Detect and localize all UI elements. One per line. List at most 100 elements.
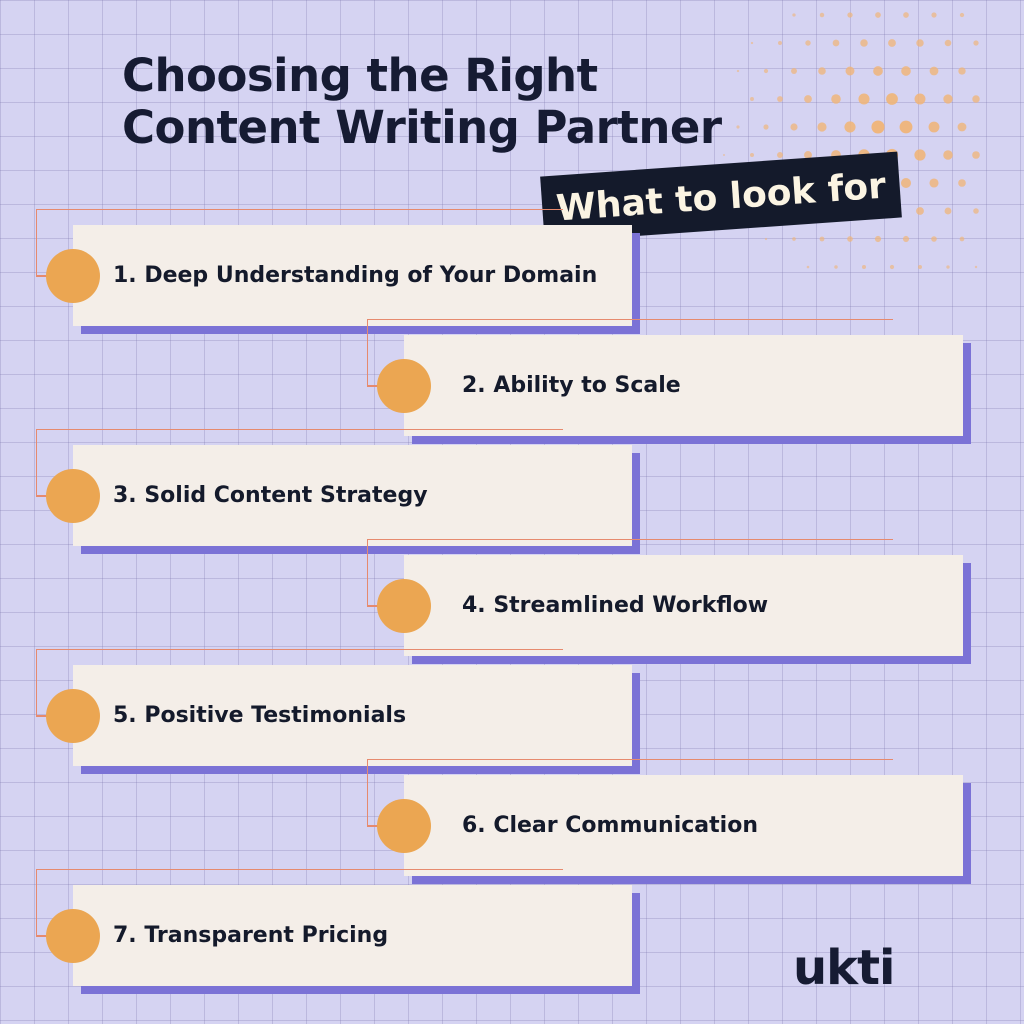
- dot: [959, 12, 965, 18]
- dot: [943, 94, 953, 104]
- list-item-label: 7. Transparent Pricing: [113, 923, 389, 948]
- list-item-label: 2. Ability to Scale: [462, 373, 681, 398]
- dot: [929, 66, 939, 76]
- dot: [886, 93, 898, 105]
- page-title: Choosing the Right Content Writing Partn…: [122, 50, 722, 154]
- connector-line: [367, 759, 893, 826]
- dot: [763, 68, 769, 74]
- dot: [806, 265, 810, 269]
- dot: [750, 153, 754, 157]
- list-item-label: 1. Deep Understanding of Your Domain: [113, 263, 598, 288]
- dot: [844, 121, 856, 133]
- dot: [805, 40, 811, 46]
- dot: [958, 67, 966, 75]
- dot: [861, 264, 867, 270]
- dot: [778, 41, 782, 45]
- connector-hook: [367, 385, 384, 387]
- dot: [817, 122, 827, 132]
- bullet-circle-icon: [46, 909, 100, 963]
- dot: [931, 236, 937, 242]
- dot: [875, 12, 881, 18]
- dot: [858, 93, 870, 105]
- dot: [972, 95, 980, 103]
- connector-hook: [36, 715, 53, 717]
- dot: [736, 125, 740, 129]
- dot: [958, 179, 966, 187]
- connector-line: [36, 649, 563, 716]
- dot: [974, 265, 978, 269]
- dot: [790, 123, 798, 131]
- dot: [847, 236, 853, 242]
- connector-line: [36, 209, 563, 276]
- list-item: 5. Positive Testimonials: [46, 665, 632, 766]
- connector-hook: [36, 495, 53, 497]
- list-item: 2. Ability to Scale: [377, 335, 963, 436]
- dot: [973, 40, 979, 46]
- dot: [831, 94, 841, 104]
- halftone-dots-decoration: [722, 12, 980, 270]
- connector-line: [367, 319, 893, 386]
- dot: [819, 12, 825, 18]
- connector-hook: [36, 935, 53, 937]
- dot: [973, 208, 979, 214]
- dot: [763, 124, 769, 130]
- title-line-1: Choosing the Right: [122, 49, 598, 102]
- dot: [918, 265, 922, 269]
- dot: [777, 96, 783, 102]
- dot: [764, 237, 768, 241]
- bullet-circle-icon: [46, 689, 100, 743]
- dot: [957, 122, 967, 132]
- dot: [901, 66, 911, 76]
- dot: [944, 207, 952, 215]
- connector-line: [36, 429, 563, 496]
- bullet-circle-icon: [377, 799, 431, 853]
- dot: [943, 150, 953, 160]
- dot: [914, 149, 926, 161]
- dot: [903, 12, 909, 18]
- list-item-label: 6. Clear Communication: [462, 813, 758, 838]
- dot: [845, 66, 855, 76]
- list-item: 3. Solid Content Strategy: [46, 445, 632, 546]
- list-item: 4. Streamlined Workflow: [377, 555, 963, 656]
- dot: [791, 68, 797, 74]
- dot: [777, 152, 783, 158]
- dot: [899, 120, 913, 134]
- dot: [959, 236, 965, 242]
- dot: [914, 93, 926, 105]
- dot: [804, 95, 812, 103]
- dot: [900, 177, 912, 189]
- list-item-label: 3. Solid Content Strategy: [113, 483, 428, 508]
- dot: [929, 178, 939, 188]
- bullet-circle-icon: [377, 579, 431, 633]
- connector-line: [36, 869, 563, 936]
- dot: [944, 39, 952, 47]
- dot: [860, 39, 868, 47]
- ukti-logo: ukti: [793, 940, 895, 996]
- dot: [792, 13, 796, 17]
- dot: [874, 235, 882, 243]
- dot: [873, 66, 883, 76]
- dot: [888, 39, 896, 47]
- connector-line: [367, 539, 893, 606]
- title-line-2: Content Writing Partner: [122, 101, 722, 154]
- bullet-circle-icon: [46, 249, 100, 303]
- bullet-circle-icon: [377, 359, 431, 413]
- dot: [834, 265, 838, 269]
- dot: [946, 265, 950, 269]
- connector-hook: [36, 275, 53, 277]
- dot: [736, 69, 740, 73]
- dot: [847, 12, 853, 18]
- dot: [889, 264, 895, 270]
- bullet-circle-icon: [46, 469, 100, 523]
- dot: [871, 120, 885, 134]
- dot: [928, 121, 940, 133]
- dot: [722, 153, 726, 157]
- dot: [902, 235, 910, 243]
- list-item-label: 4. Streamlined Workflow: [462, 593, 769, 618]
- dot: [931, 12, 937, 18]
- dot: [819, 236, 825, 242]
- dot: [832, 39, 840, 47]
- list-item: 6. Clear Communication: [377, 775, 963, 876]
- dot: [792, 237, 796, 241]
- connector-hook: [367, 605, 384, 607]
